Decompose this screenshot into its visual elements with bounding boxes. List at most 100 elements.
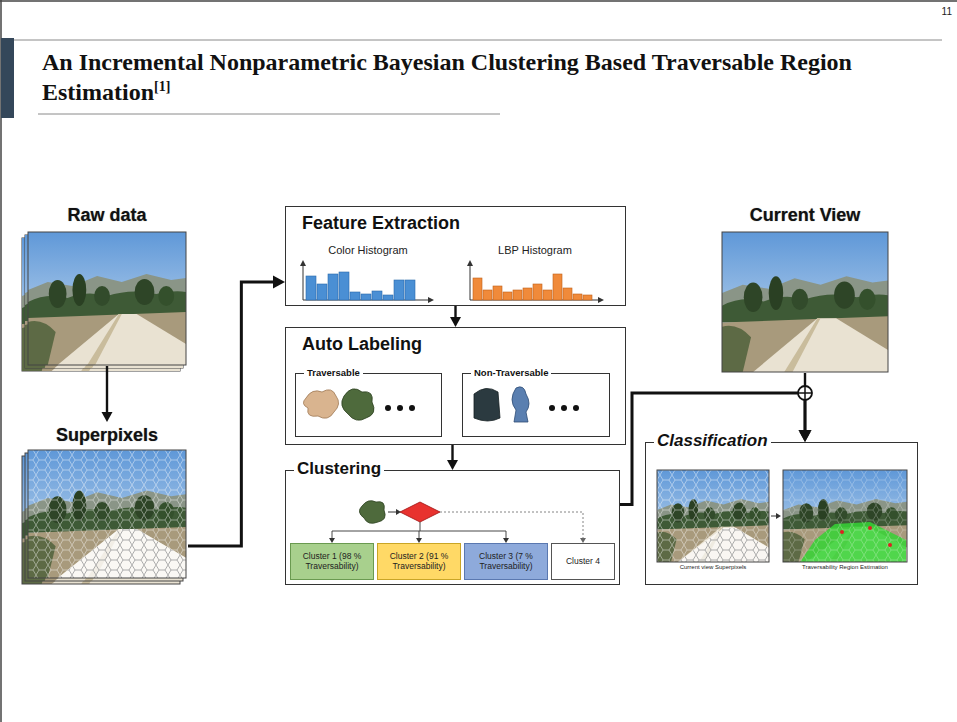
photo: Current View — [720, 202, 890, 373]
cluster-box: Cluster 2 (91 % Traversability) — [377, 543, 461, 580]
classification-photos — [840, 530, 844, 534]
slide-title: An Incremental Nonparametric Bayesian Cl… — [42, 47, 892, 107]
raw-data-photos — [28, 232, 186, 365]
lbp-histogram — [553, 274, 562, 300]
connector — [451, 445, 453, 461]
connector — [620, 393, 805, 505]
raw-data-photos — [28, 232, 186, 365]
current-view-photo — [722, 232, 888, 372]
image-heading: Superpixels — [26, 422, 188, 448]
superpixel-photos — [22, 450, 186, 584]
process-panel: Auto LabelingTraversableNon-Traversable — [285, 327, 626, 445]
classification-photos — [783, 470, 907, 562]
panel-title: Non-Traversable — [471, 367, 551, 378]
lbp-histogram — [503, 292, 512, 300]
classification-photos — [657, 470, 769, 562]
image-heading: Current View — [720, 202, 890, 228]
cluster-assignment — [420, 522, 421, 531]
classification-photos — [783, 470, 907, 562]
color-histogram — [300, 260, 306, 266]
connector — [454, 306, 456, 318]
arrow-head — [273, 275, 285, 288]
cluster-label: Cluster 4 — [566, 557, 600, 567]
lbp-histogram — [533, 284, 542, 300]
color-histogram — [328, 274, 338, 300]
page-frame — [38, 114, 500, 115]
current-view-photo — [722, 232, 888, 372]
color-histogram — [372, 291, 382, 300]
lbp-histogram — [598, 297, 604, 303]
classification-photos — [888, 543, 892, 547]
panel-title: Classification — [654, 431, 771, 451]
cluster-assignment — [329, 501, 586, 543]
lbp-histogram — [523, 288, 532, 300]
color-histogram — [317, 284, 327, 300]
image-caption: Traversability Region Estimation — [782, 564, 908, 570]
lbp-histogram — [573, 294, 582, 300]
lbp-histogram — [513, 290, 522, 300]
lbp-histogram — [473, 274, 592, 300]
color-histogram — [405, 280, 415, 300]
page-frame — [1, 38, 14, 118]
photo-stack: Raw data — [26, 202, 188, 366]
image-caption: Current view Superpixels — [655, 564, 771, 570]
cluster-assignment — [440, 512, 583, 539]
photo-stack: Superpixels — [26, 422, 188, 579]
classification-photos — [783, 470, 907, 562]
process-panel: ClusteringCluster 1 (98 % Traversability… — [285, 470, 620, 585]
color-histogram — [306, 276, 316, 300]
connector — [106, 366, 108, 413]
superpixel-photos — [58, 529, 186, 578]
classification-photos — [657, 470, 907, 562]
color-histogram — [394, 280, 404, 300]
lbp-histogram — [470, 264, 471, 300]
cluster-label: Cluster 2 (91 % Traversability) — [380, 552, 458, 572]
cluster-label: Cluster 3 (7 % Traversability) — [467, 552, 545, 572]
page-number: 11 — [920, 6, 952, 17]
cluster-assignment — [506, 531, 507, 539]
color-histogram — [361, 294, 371, 300]
arrow-head — [447, 460, 458, 470]
labelled-samples — [409, 405, 415, 411]
current-view-photo — [722, 232, 888, 372]
color-histogram — [339, 272, 349, 300]
classification-photos — [868, 526, 872, 530]
labelled-samples — [561, 405, 567, 411]
classification-photos — [678, 528, 769, 562]
color-histogram — [306, 272, 415, 300]
labelled-samples — [385, 405, 391, 411]
lbp-histogram — [493, 286, 502, 300]
lbp-histogram — [583, 295, 592, 300]
sum-junction — [798, 386, 812, 400]
classification-photos — [776, 513, 781, 519]
cluster-assignment — [332, 531, 333, 539]
labelled-samples — [397, 405, 403, 411]
cluster-assignment — [388, 512, 397, 513]
page-frame — [14, 40, 942, 41]
classification-photos — [657, 470, 769, 562]
arrow-head — [450, 317, 461, 327]
lbp-histogram — [467, 260, 473, 266]
classification-photos — [678, 528, 769, 562]
labelled-samples — [342, 389, 374, 420]
labelled-samples — [573, 405, 579, 411]
color-histogram — [383, 295, 393, 300]
panel-title: Traversable — [304, 367, 363, 378]
citation-mark: [1] — [154, 79, 170, 94]
lbp-histogram — [473, 278, 482, 300]
lbp-histogram — [543, 290, 552, 300]
color-histogram — [350, 292, 360, 300]
cluster-assignment — [419, 531, 420, 539]
classification-photos — [657, 470, 769, 562]
labelled-samples — [303, 390, 338, 419]
sum-junction — [804, 386, 806, 400]
process-panel: Classification — [645, 442, 918, 585]
superpixel-photos — [28, 450, 186, 578]
color-histogram — [303, 264, 304, 300]
cluster-assignment — [400, 502, 440, 522]
